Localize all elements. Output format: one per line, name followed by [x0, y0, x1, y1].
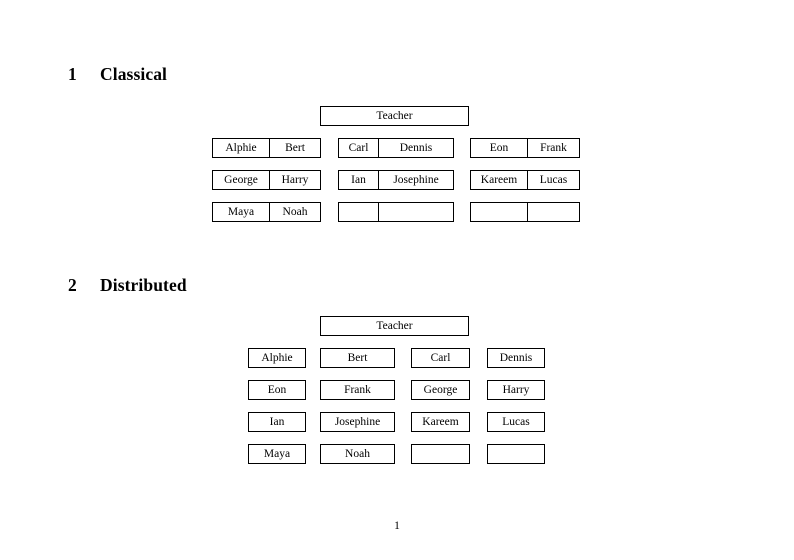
- classical-cell: George: [212, 170, 270, 190]
- classical-group-3-row-1: Eon Frank: [470, 138, 580, 158]
- classical-cell-empty: [470, 202, 528, 222]
- classical-cell: Lucas: [527, 170, 580, 190]
- section-number: 2: [68, 275, 77, 295]
- distributed-cell: Frank: [320, 380, 395, 400]
- classical-group-1-row-1: Alphie Bert: [212, 138, 321, 158]
- distributed-cell: Eon: [248, 380, 306, 400]
- section-heading-distributed: 2 Distributed: [68, 275, 187, 296]
- distributed-cell: Dennis: [487, 348, 545, 368]
- distributed-cell: Kareem: [411, 412, 470, 432]
- distributed-cell-empty: [487, 444, 545, 464]
- page-number: 1: [394, 520, 400, 532]
- distributed-cell: Noah: [320, 444, 395, 464]
- distributed-cell: Lucas: [487, 412, 545, 432]
- distributed-cell: Harry: [487, 380, 545, 400]
- teacher-box-distributed: Teacher: [320, 316, 469, 336]
- classical-cell-empty: [527, 202, 580, 222]
- distributed-cell: Bert: [320, 348, 395, 368]
- classical-cell: Eon: [470, 138, 528, 158]
- classical-cell: Carl: [338, 138, 379, 158]
- distributed-cell: Carl: [411, 348, 470, 368]
- distributed-cell: Josephine: [320, 412, 395, 432]
- distributed-cell: Ian: [248, 412, 306, 432]
- section-heading-classical: 1 Classical: [68, 64, 167, 85]
- classical-cell: Alphie: [212, 138, 270, 158]
- classical-cell: Bert: [269, 138, 321, 158]
- classical-cell: Noah: [269, 202, 321, 222]
- section-number: 1: [68, 64, 77, 84]
- classical-cell: Kareem: [470, 170, 528, 190]
- distributed-cell: George: [411, 380, 470, 400]
- distributed-cell: Alphie: [248, 348, 306, 368]
- classical-group-1-row-2: George Harry: [212, 170, 321, 190]
- section-title: Distributed: [100, 275, 187, 295]
- teacher-box-classical: Teacher: [320, 106, 469, 126]
- section-title: Classical: [100, 64, 168, 84]
- classical-cell-empty: [378, 202, 454, 222]
- classical-group-1-row-3: Maya Noah: [212, 202, 321, 222]
- classical-cell: Harry: [269, 170, 321, 190]
- classical-cell: Frank: [527, 138, 580, 158]
- classical-cell: Dennis: [378, 138, 454, 158]
- classical-cell-empty: [338, 202, 379, 222]
- classical-cell: Josephine: [378, 170, 454, 190]
- classical-group-2-row-1: Carl Dennis: [338, 138, 454, 158]
- distributed-cell: Maya: [248, 444, 306, 464]
- classical-group-2-row-2: Ian Josephine: [338, 170, 454, 190]
- classical-group-3-row-2: Kareem Lucas: [470, 170, 580, 190]
- distributed-cell-empty: [411, 444, 470, 464]
- classical-cell: Maya: [212, 202, 270, 222]
- classical-group-2-row-3: [338, 202, 454, 222]
- classical-cell: Ian: [338, 170, 379, 190]
- classical-group-3-row-3: [470, 202, 580, 222]
